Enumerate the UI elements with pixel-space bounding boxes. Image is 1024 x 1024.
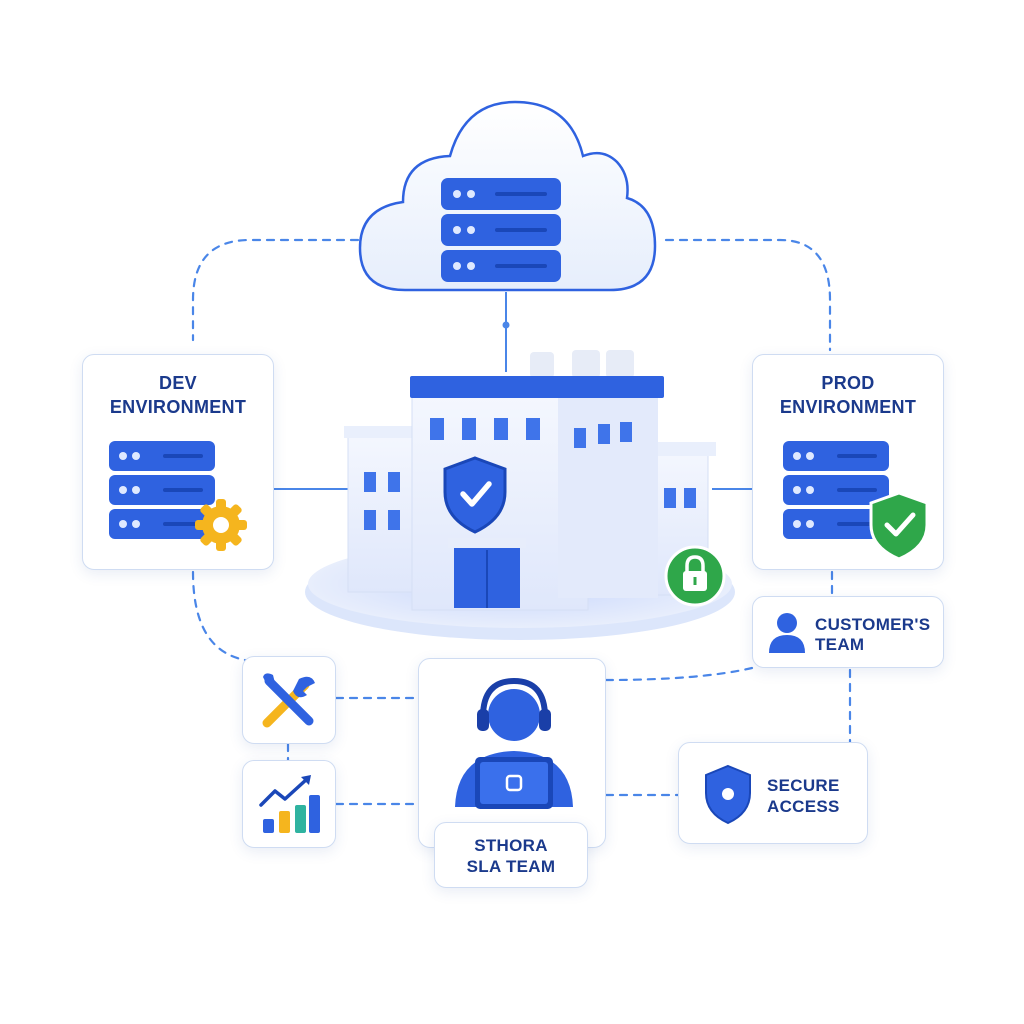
person-icon bbox=[769, 613, 805, 653]
customer-to-sla-link bbox=[604, 666, 754, 682]
sla-team-card[interactable] bbox=[418, 658, 606, 848]
sla-team-line2: SLA TEAM bbox=[466, 857, 556, 876]
headset-agent-icon bbox=[455, 677, 573, 809]
tools-card[interactable] bbox=[242, 656, 336, 744]
cloud-icon bbox=[358, 100, 657, 292]
link-node bbox=[502, 321, 510, 329]
sla-team-line1: STHORA bbox=[474, 836, 548, 855]
shield-icon bbox=[705, 764, 751, 825]
shield-check-icon bbox=[869, 491, 929, 559]
building-icon bbox=[305, 350, 735, 640]
server-stack-icon bbox=[783, 441, 929, 559]
dev-to-tools-link bbox=[191, 570, 247, 662]
prod-environment-card[interactable]: PROD ENVIRONMENT bbox=[752, 354, 944, 570]
secure-access-line1: SECURE bbox=[767, 776, 840, 795]
dev-title-line1: DEV bbox=[159, 373, 197, 393]
server-stack-icon bbox=[109, 441, 247, 551]
secure-access-line2: ACCESS bbox=[767, 797, 840, 816]
gear-icon bbox=[195, 499, 247, 551]
sla-team-label: STHORA SLA TEAM bbox=[434, 822, 588, 888]
lock-icon bbox=[664, 545, 726, 607]
customers-team-line1: CUSTOMER'S bbox=[815, 615, 931, 634]
dev-environment-card[interactable]: DEV ENVIRONMENT bbox=[82, 354, 274, 570]
prod-title-line2: ENVIRONMENT bbox=[779, 397, 917, 417]
cloud-to-dev-link bbox=[191, 238, 360, 342]
customers-team-line2: TEAM bbox=[815, 635, 865, 654]
customers-team-card[interactable]: CUSTOMER'S TEAM bbox=[752, 596, 944, 668]
prod-title-line1: PROD bbox=[821, 373, 875, 393]
secure-access-card[interactable]: SECURE ACCESS bbox=[678, 742, 868, 844]
cloud-to-prod-link bbox=[664, 238, 832, 352]
tools-icon bbox=[262, 673, 315, 728]
bar-chart-icon bbox=[259, 775, 320, 833]
dev-title-line2: ENVIRONMENT bbox=[109, 397, 247, 417]
analytics-card[interactable] bbox=[242, 760, 336, 848]
